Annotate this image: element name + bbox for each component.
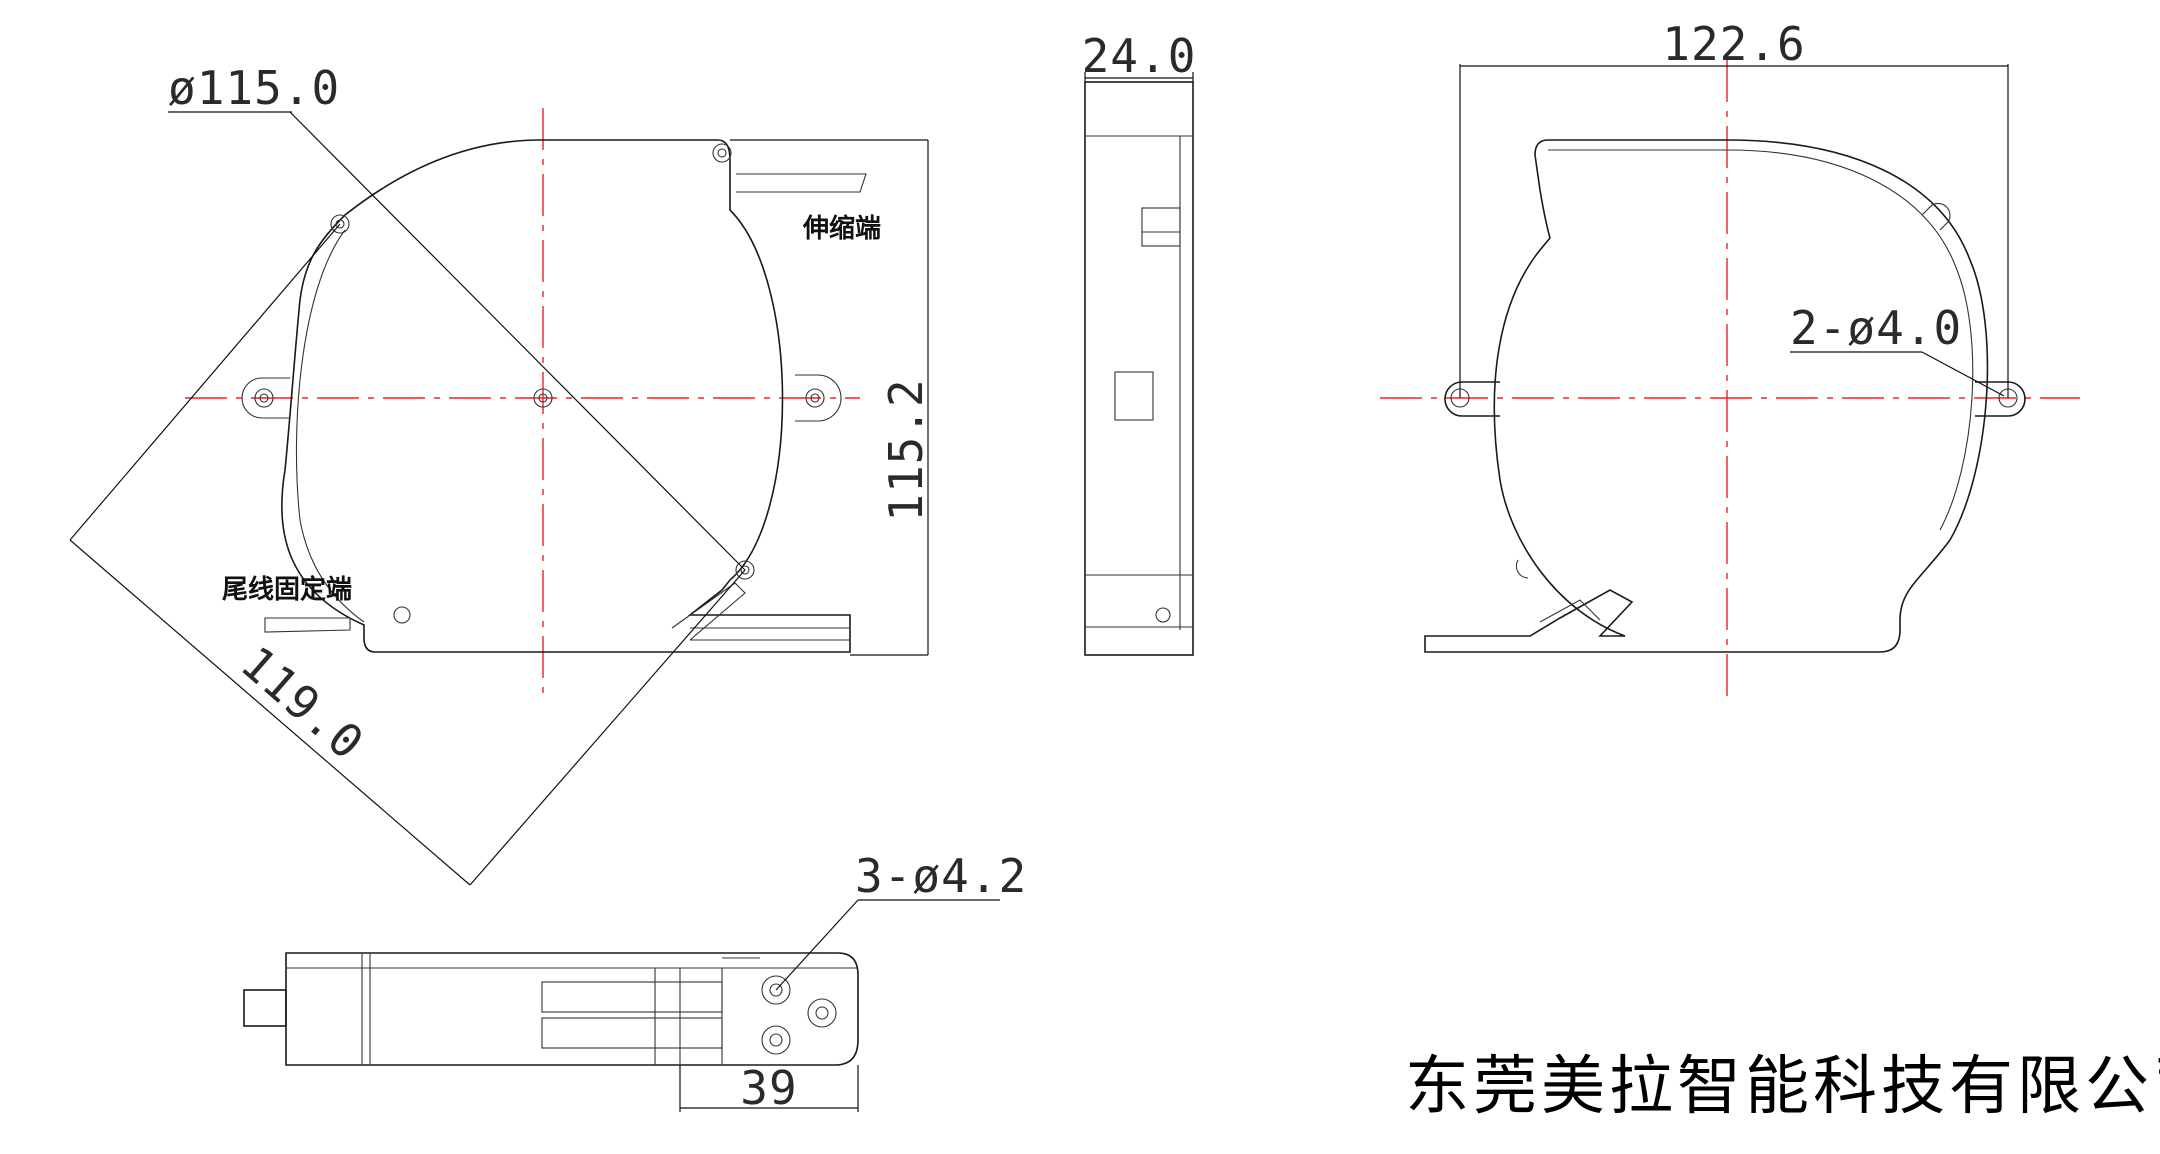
front-diagonal-label: 119.0: [231, 635, 375, 770]
bottom-holes-label: 3-ø4.2: [855, 849, 1027, 903]
front-hole-bottom-right-inner: [740, 565, 750, 575]
bottom-view: 39 3-ø4.2: [243, 849, 1027, 1115]
bottom-slot-2: [541, 1017, 723, 1049]
back-bottom-wedge: [1539, 599, 1601, 623]
front-hole-bottom-right: [735, 560, 755, 580]
bottom-body-outline: [285, 952, 859, 1066]
bottom-hole-2: [807, 998, 837, 1028]
side-view: 24.0: [1082, 29, 1197, 656]
bottom-tab: [243, 989, 287, 1027]
bottom-slot-1: [541, 981, 723, 1013]
front-hole-top-left: [330, 214, 350, 234]
side-upper-slot: [1141, 207, 1181, 247]
back-holes-leader: [1921, 351, 2005, 397]
front-height-label: 115.2: [879, 378, 933, 521]
front-dia-leader: [289, 111, 746, 571]
front-hole-top-right-inner: [717, 148, 727, 158]
front-diag-ext-2: [469, 569, 746, 886]
back-bottom-lug: [1515, 559, 1529, 579]
front-diag-ext-1: [69, 223, 341, 541]
front-diag-dim-line: [69, 539, 471, 886]
front-inner-arc: [295, 229, 365, 623]
front-hole-right-inner: [810, 393, 820, 403]
bottom-hole-2-inner: [815, 1006, 829, 1020]
fixed-end-label: 尾线固定端: [222, 574, 352, 605]
bottom-hole-3: [761, 1025, 791, 1055]
front-hole-left-inner: [259, 393, 269, 403]
back-holes-label: 2-ø4.0: [1790, 301, 1962, 355]
front-body-outline: [280, 139, 851, 653]
back-right-ear: [1975, 381, 2026, 417]
front-view: 115.2 119.0 ø115.0 伸缩端 尾线固定端: [69, 61, 933, 886]
back-body-outline: [1424, 139, 1989, 653]
back-inner-outline: [1548, 149, 1974, 531]
front-hole-right: [805, 388, 825, 408]
front-retract-slot: [736, 173, 867, 193]
back-view: 122.6 2-ø4.0: [1380, 17, 2080, 700]
front-hub: [533, 388, 553, 408]
front-hub-inner: [538, 393, 548, 403]
front-hole-top-right: [712, 143, 732, 163]
front-tail-slot: [264, 617, 351, 633]
retract-end-label: 伸缩端: [802, 213, 881, 244]
bottom-holes-leader: [775, 899, 859, 991]
front-right-ear: [795, 374, 842, 422]
front-hole-left: [254, 388, 274, 408]
front-diameter-label: ø115.0: [168, 61, 340, 115]
side-body: [1084, 81, 1194, 656]
front-bottom-slot: [690, 627, 850, 641]
bottom-hole-1-inner: [769, 983, 783, 997]
side-window: [1114, 371, 1154, 421]
front-hole-top-left-inner: [335, 219, 345, 229]
bottom-hole-1: [761, 975, 791, 1005]
side-hole: [1155, 607, 1171, 623]
front-guide-arm: [671, 582, 746, 641]
side-width-label: 24.0: [1082, 29, 1197, 83]
back-top-lug: [1921, 202, 1951, 231]
front-left-ear: [241, 377, 290, 419]
back-width-label: 122.6: [1662, 17, 1805, 71]
bottom-width-label: 39: [740, 1061, 797, 1115]
back-left-ear: [1444, 381, 1500, 417]
front-holes: [254, 143, 825, 624]
bottom-hole-3-inner: [769, 1033, 783, 1047]
front-hole-bottom-left: [393, 606, 411, 624]
company-name: 东莞美拉智能科技有限公司: [1405, 1050, 2160, 1124]
